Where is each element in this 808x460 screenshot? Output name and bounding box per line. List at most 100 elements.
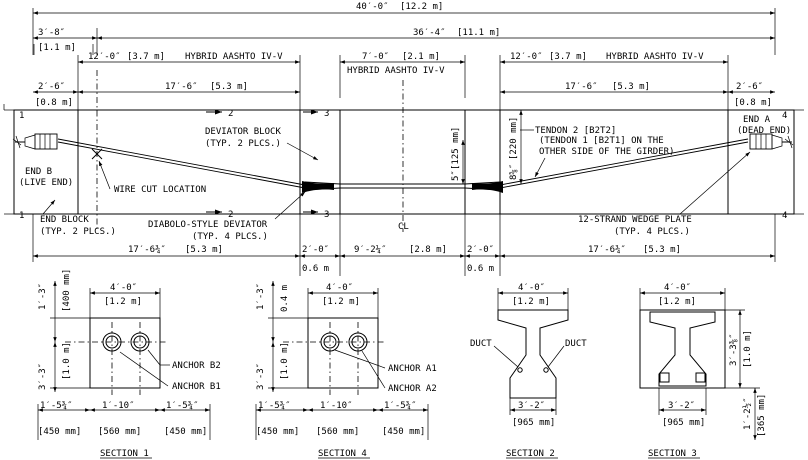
- section-2: 4′-0″ [1.2 m] DUCT DUCT 3′-2″ [965 mm] S…: [470, 283, 587, 459]
- s4-anchor-top: ANCHOR A1: [388, 364, 437, 374]
- s4-height-m: [1.0 m]: [280, 342, 290, 380]
- center-label: HYBRID AASHTO IV-V: [347, 66, 445, 76]
- s4-top: 1′-3″: [256, 283, 266, 310]
- offset-dimensions: 3′-8″ [1.1 m] 36′-4″ [11.1 m]: [33, 28, 775, 55]
- hybrid-left-dim: 12′-0″: [88, 52, 121, 62]
- diabolo-sub: (TYP. 4 PLCS.): [192, 232, 268, 242]
- s1-top-m: [400 mm]: [62, 269, 72, 312]
- section-cut-4: 4 4: [782, 109, 804, 221]
- hybrid-right-dim: 12′-0″: [510, 52, 543, 62]
- hybrid-right-label: HYBRID AASHTO IV-V: [606, 52, 704, 62]
- tendon-profile: [57, 138, 749, 191]
- s2-width-m: [1.2 m]: [512, 297, 550, 307]
- overall-dimension: 40′-0″ [12.2 m]: [32, 2, 776, 55]
- hybrid-left-dim-m: [3.7 m]: [127, 52, 165, 62]
- s1-right: 1′-5¾″: [166, 401, 199, 411]
- s1-width: 4′-0″: [110, 283, 137, 293]
- s4-width: 4′-0″: [326, 283, 353, 293]
- tendon2-sub1: (TENDON 1 [B2T1] ON THE: [539, 136, 664, 146]
- section-mark-1-bottom: 1: [19, 211, 24, 221]
- section-3: 4′-0″ [1.2 m] 3′-3⅜″ [1.0 m] 1′-2½″ [365…: [639, 283, 767, 459]
- s3-width-m: [1.2 m]: [658, 297, 696, 307]
- end-left-dim: 2′-6″: [38, 82, 65, 92]
- lower-dim-c-m: [2.8 m]: [409, 245, 447, 255]
- lower-dim-d-m: 0.6 m: [467, 264, 494, 274]
- diabolo-deviator-right: [472, 181, 503, 193]
- span-left-dim-m: [5.3 m]: [210, 82, 248, 92]
- end-right-dim: 2′-6″: [736, 82, 763, 92]
- s3-bottom: 3′-2″: [668, 401, 695, 411]
- s1-right-mm: [450 mm]: [164, 427, 207, 437]
- section-mark-3-top: 3: [324, 109, 329, 119]
- elevation-annotations: DEVIATOR BLOCK (TYP. 2 PLCS.) END B (LIV…: [19, 110, 791, 242]
- left-offset-m-label: [1.1 m]: [38, 43, 76, 53]
- end-a-label: END A: [743, 115, 771, 125]
- girder-elevation: [13, 70, 795, 232]
- hybrid-left-label: HYBRID AASHTO IV-V: [185, 52, 283, 62]
- section-cut-1: 1 1: [3, 104, 24, 221]
- section-cut-2: 2 2: [206, 109, 233, 220]
- s4-mid-mm: [560 mm]: [316, 427, 359, 437]
- overall-length-label: 40′-0″: [356, 2, 389, 12]
- s1-left: 1′-5¾″: [40, 401, 73, 411]
- s2-duct-right: DUCT: [565, 339, 587, 349]
- s1-height: 3′-3″: [38, 363, 48, 390]
- s1-anchor-bottom: ANCHOR B1: [172, 382, 221, 392]
- wedge-plate-label: 12-STRAND WEDGE PLATE: [578, 215, 692, 225]
- wire-cut-label: WIRE CUT LOCATION: [114, 185, 206, 195]
- wedge-plate-sub: (TYP. 4 PLCS.): [614, 227, 690, 237]
- deviator-block-label: DEVIATOR BLOCK: [205, 127, 281, 137]
- s4-mid: 1′-10″: [320, 401, 353, 411]
- end-b-sub: (LIVE END): [19, 178, 73, 188]
- end-right-dim-m: [0.8 m]: [734, 98, 772, 108]
- section-mark-3-bottom: 3: [324, 210, 329, 220]
- hybrid-right-dim-m: [3.7 m]: [549, 52, 587, 62]
- end-b-label: END B: [25, 167, 52, 177]
- dim-220mm: [220 mm]: [509, 117, 519, 160]
- end-block-sub: (TYP. 2 PLCS.): [40, 227, 116, 237]
- span-right-dim: 17′-6″: [565, 82, 598, 92]
- s2-bottom: 3′-2″: [518, 401, 545, 411]
- s3-bottom-mm: [965 mm]: [662, 418, 705, 428]
- section-4: 4′-0″ [1.2 m] 1′-3″ 0.4 m 3′-3″ [1.0 m] …: [255, 281, 437, 459]
- dim-125mm: [125 mm]: [451, 127, 461, 170]
- center-dim: 7′-0″: [362, 52, 389, 62]
- deviator-block-sub: (TYP. 2 PLCS.): [205, 139, 281, 149]
- s1-anchor-top: ANCHOR B2: [172, 361, 221, 371]
- wire-cut-marker: [91, 148, 103, 160]
- s4-height: 3′-3″: [256, 363, 266, 390]
- lower-dimensions: 17′-6¾″ [5.3 m] 2′-0″ 0.6 m 9′-2¼″ [2.8 …: [32, 214, 776, 276]
- anchor-dead-end-right: [749, 133, 794, 150]
- s4-title: SECTION 4: [318, 449, 367, 459]
- s1-left-mm: [450 mm]: [38, 427, 81, 437]
- s3-height-m: [1.0 m]: [743, 330, 753, 368]
- lower-dim-c: 9′-2¼″: [354, 245, 387, 255]
- span-right-dim-m: [5.3 m]: [612, 82, 650, 92]
- section-mark-4-bottom: 4: [782, 211, 787, 221]
- s2-bottom-mm: [965 mm]: [512, 418, 555, 428]
- lower-dim-e-m: [5.3 m]: [643, 245, 681, 255]
- tendon2-label: TENDON 2 [B2T2]: [535, 126, 616, 136]
- span-left-dim: 17′-6″: [165, 82, 198, 92]
- s2-duct-left: DUCT: [470, 339, 492, 349]
- section-mark-1-top: 1: [19, 111, 24, 121]
- s1-top: 1′-3″: [38, 283, 48, 310]
- end-left-dim-m: [0.8 m]: [35, 98, 73, 108]
- diabolo-deviator-left: [302, 181, 334, 193]
- lower-dim-d: 2′-0″: [467, 245, 494, 255]
- s4-left: 1′-5¾″: [258, 401, 291, 411]
- s2-width: 4′-0″: [518, 283, 545, 293]
- right-span-m-label: [11.1 m]: [457, 28, 500, 38]
- dim-8-5-8in: 8⅝″: [509, 164, 519, 180]
- overall-length-m-label: [12.2 m]: [400, 2, 443, 12]
- s1-mid-mm: [560 mm]: [98, 427, 141, 437]
- section-mark-2-top: 2: [228, 109, 233, 119]
- s4-top-m: 0.4 m: [280, 285, 290, 312]
- tendon2-sub2: OTHER SIDE OF THE GIRDER): [539, 147, 674, 157]
- section-mark-2-bottom: 2: [228, 210, 233, 220]
- s2-title: SECTION 2: [506, 449, 555, 459]
- segment-dimensions: 12′-0″ [3.7 m] HYBRID AASHTO IV-V 7′-0″ …: [78, 52, 728, 98]
- section-cut-3: 3 3: [303, 109, 329, 220]
- s1-title: SECTION 1: [100, 449, 149, 459]
- s1-width-m: [1.2 m]: [104, 297, 142, 307]
